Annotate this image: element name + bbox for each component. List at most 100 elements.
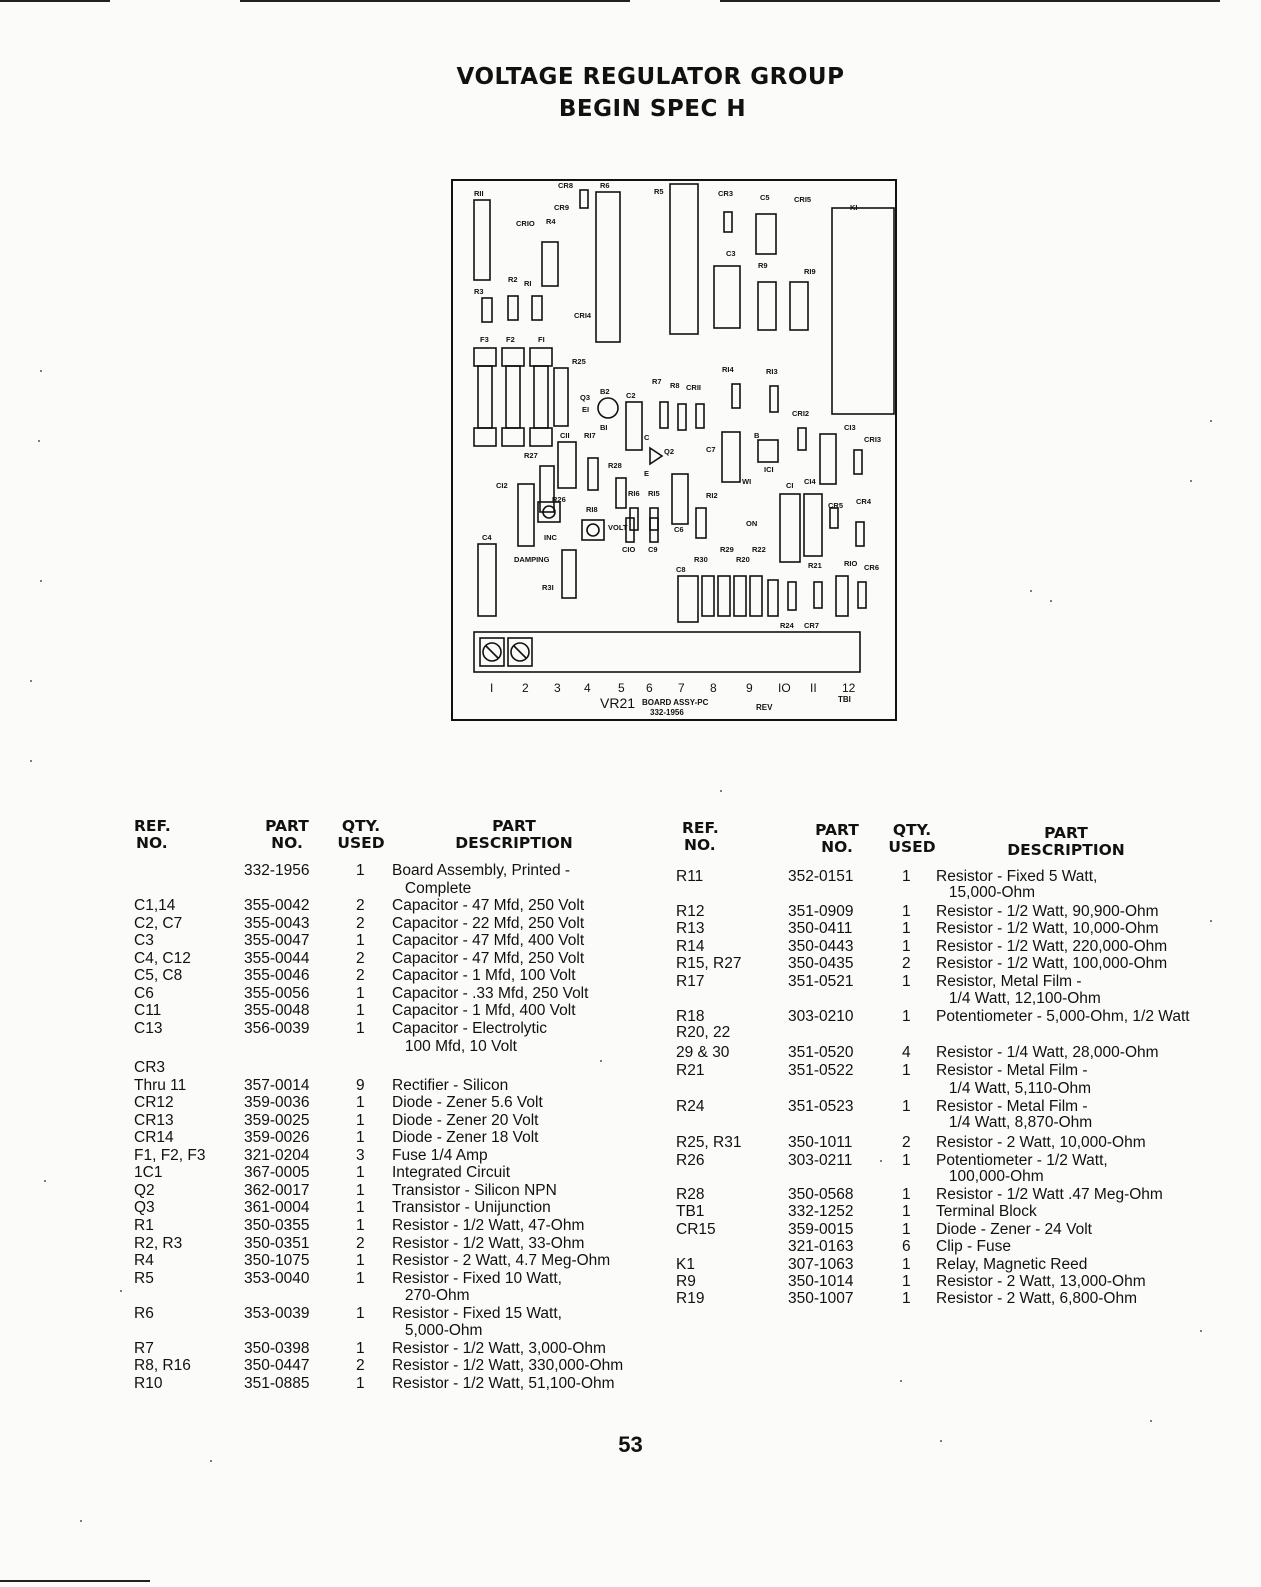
cell-qty: 1 bbox=[356, 862, 365, 879]
cell-ref: C5, C8 bbox=[134, 967, 183, 984]
cell-ref: R6 bbox=[134, 1305, 154, 1322]
cell-qty: 1 bbox=[902, 868, 911, 885]
cell-part: 357-0014 bbox=[244, 1077, 310, 1094]
label-f1: FI bbox=[538, 335, 545, 344]
cell-desc: Resistor - 1/2 Watt, 47-Ohm bbox=[392, 1217, 585, 1234]
cell-qty: 1 bbox=[902, 973, 911, 990]
cell-ref: Q3 bbox=[134, 1199, 155, 1216]
header-part-line1: PART bbox=[265, 817, 309, 835]
cell-desc: Capacitor - .33 Mfd, 250 Volt bbox=[392, 985, 589, 1002]
label-c3: C3 bbox=[726, 249, 736, 258]
label-c: C bbox=[644, 433, 650, 442]
cell-desc: Capacitor - 1 Mfd, 400 Volt bbox=[392, 1002, 576, 1019]
cr11-body bbox=[695, 403, 705, 429]
cell-part: 353-0039 bbox=[244, 1305, 310, 1322]
cell-qty: 1 bbox=[902, 903, 911, 920]
scan-speck bbox=[720, 790, 722, 792]
cell-ref: C3 bbox=[134, 932, 154, 949]
r26-pot bbox=[537, 501, 561, 523]
cell-qty: 1 bbox=[356, 1217, 365, 1234]
label-r24: R24 bbox=[780, 621, 795, 630]
header-ref-right: REF. NO. bbox=[682, 820, 722, 854]
cell-part: 352-0151 bbox=[788, 868, 854, 885]
header-desc-line2: DESCRIPTION bbox=[455, 834, 573, 852]
r24-body bbox=[767, 579, 779, 617]
c1-body bbox=[779, 493, 801, 563]
label-r15: RI5 bbox=[648, 489, 660, 498]
terminal-block-body bbox=[473, 631, 861, 673]
label-r6: R6 bbox=[600, 181, 610, 190]
r9-body bbox=[757, 281, 777, 331]
header-part-no: PART NO. bbox=[252, 818, 322, 852]
r21-body bbox=[787, 581, 797, 611]
cell-part: 359-0015 bbox=[788, 1221, 854, 1238]
r29-body bbox=[717, 575, 731, 617]
c11-body bbox=[557, 441, 577, 489]
cell-desc: Resistor, Metal Film - bbox=[936, 973, 1082, 990]
label-q3: Q3 bbox=[580, 393, 590, 402]
label-r10: RIO bbox=[844, 559, 858, 568]
cell-part: 350-1014 bbox=[788, 1273, 854, 1290]
c13-body bbox=[819, 433, 837, 485]
cell-part: 351-0521 bbox=[788, 973, 854, 990]
label-c7: C7 bbox=[706, 445, 716, 454]
scan-speck bbox=[30, 760, 32, 762]
cell-qty: 1 bbox=[902, 1152, 911, 1169]
cell-qty: 1 bbox=[356, 1182, 365, 1199]
cell-qty: 1 bbox=[902, 1290, 911, 1307]
terminal-number: 8 bbox=[710, 681, 717, 695]
cell-ref: R7 bbox=[134, 1340, 154, 1357]
parts-table-left: REF. NO. PART NO. QTY. USED PART DESCRIP… bbox=[134, 818, 674, 1398]
cell-desc: Resistor - 1/4 Watt, 28,000-Ohm bbox=[936, 1044, 1159, 1061]
cell-desc: Diode - Zener 18 Volt bbox=[392, 1129, 539, 1146]
label-r20: R20 bbox=[736, 555, 750, 564]
label-r13: RI3 bbox=[766, 367, 778, 376]
label-r11: RII bbox=[474, 189, 484, 198]
scan-speck bbox=[120, 1290, 122, 1292]
component-outlines bbox=[473, 183, 895, 673]
k1-body bbox=[831, 207, 895, 415]
r26-knob bbox=[542, 505, 556, 519]
cell-desc: Capacitor - 47 Mfd, 250 Volt bbox=[392, 950, 585, 967]
label-c5: C5 bbox=[760, 193, 770, 202]
cell-desc: 270-Ohm bbox=[392, 1287, 470, 1304]
cell-part: 350-0447 bbox=[244, 1357, 310, 1374]
cell-part: 359-0025 bbox=[244, 1112, 310, 1129]
cell-qty: 1 bbox=[356, 1375, 365, 1392]
cell-qty: 1 bbox=[902, 1062, 911, 1079]
cell-desc: Terminal Block bbox=[936, 1203, 1037, 1220]
cell-part: 353-0040 bbox=[244, 1270, 310, 1287]
header-part-description: PART DESCRIPTION bbox=[434, 818, 594, 852]
label-b: B bbox=[754, 431, 760, 440]
header-ref-line1: REF. bbox=[134, 817, 171, 835]
r14-body bbox=[731, 383, 741, 409]
page-number: 53 bbox=[618, 1432, 643, 1457]
r6-body bbox=[595, 191, 621, 343]
cell-desc: Resistor - Fixed 5 Watt, bbox=[936, 868, 1098, 885]
cr3-body bbox=[723, 211, 733, 233]
label-cr14: CRI4 bbox=[574, 311, 592, 320]
label-cr8: CR8 bbox=[558, 181, 573, 190]
scan-speck bbox=[600, 1060, 602, 1062]
r10-body bbox=[835, 575, 849, 617]
terminal-number: II bbox=[810, 681, 817, 695]
scan-speck bbox=[1050, 600, 1052, 602]
cell-part: 359-0026 bbox=[244, 1129, 310, 1146]
cell-desc: Potentiometer - 5,000-Ohm, 1/2 Watt bbox=[936, 1008, 1190, 1025]
c7-body bbox=[721, 431, 741, 483]
label-volt: VOLT bbox=[608, 523, 628, 532]
cell-part: 350-0351 bbox=[244, 1235, 310, 1252]
header-qty-line1: QTY. bbox=[341, 817, 381, 835]
r28-body bbox=[615, 477, 627, 509]
label-ic1: ICI bbox=[764, 465, 774, 474]
top-rule-left bbox=[0, 0, 110, 2]
cell-part: 350-1011 bbox=[788, 1134, 853, 1151]
cell-ref: K1 bbox=[676, 1256, 695, 1273]
cell-part: 367-0005 bbox=[244, 1164, 310, 1181]
cell-desc: Resistor - 1/2 Watt, 220,000-Ohm bbox=[936, 938, 1168, 955]
terminal-number: 12 bbox=[842, 681, 856, 695]
cell-part: 350-1007 bbox=[788, 1290, 854, 1307]
cell-qty: 1 bbox=[356, 1270, 365, 1287]
cell-qty: 1 bbox=[356, 932, 365, 949]
